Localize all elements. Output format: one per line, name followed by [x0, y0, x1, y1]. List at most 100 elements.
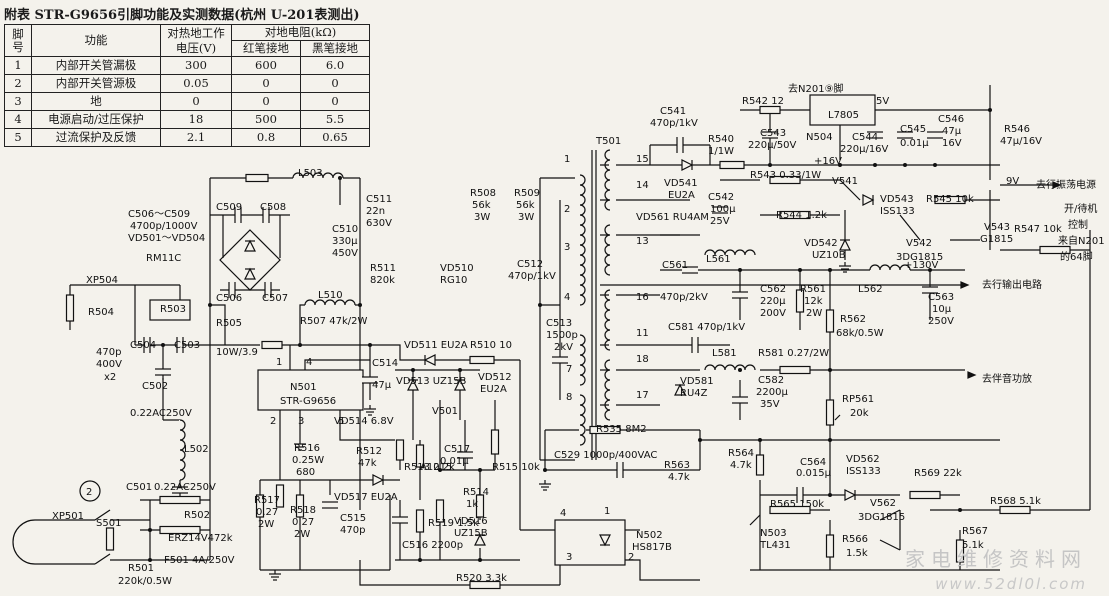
label-r501: R501	[128, 563, 154, 574]
label-r505: R505	[216, 318, 242, 329]
capacitor-gap	[732, 292, 748, 298]
resistor	[795, 289, 805, 313]
label-r510: R510 10	[470, 340, 512, 351]
junction-dot	[933, 163, 937, 167]
capacitor-gap	[677, 137, 683, 153]
label-r512: R512	[356, 446, 382, 457]
junction-dot	[758, 438, 762, 442]
resistor	[149, 299, 191, 321]
label-r520: R520 3.3k	[456, 573, 507, 584]
inductor-gap	[579, 335, 586, 385]
diode	[674, 383, 686, 396]
label-vd581: VD581	[680, 376, 714, 387]
label-r518: R518	[290, 505, 316, 516]
label-goto9: 去N201⑨脚	[788, 82, 844, 95]
label-audio: 去伴音功放	[982, 372, 1032, 385]
label-r516v: 0.25W	[292, 455, 324, 466]
label-vd517: VD517 EU2A	[334, 492, 398, 503]
inductor	[304, 299, 356, 306]
label-c561: C561	[662, 260, 688, 271]
resistor	[469, 580, 501, 590]
junction-dot	[698, 438, 702, 442]
junction-dot	[828, 438, 832, 442]
capacitor-gap	[922, 287, 938, 293]
capacitor-gap	[392, 517, 408, 523]
label-a1015: A1015	[420, 462, 452, 473]
label-c514v: 47μ	[372, 380, 392, 391]
label-iss133b: ISS133	[846, 466, 881, 477]
label-c511v: 22n	[366, 206, 385, 217]
circle-marker	[79, 480, 101, 502]
label-erz: ERZ14V472k	[168, 533, 233, 544]
resistor	[589, 425, 621, 435]
regulator-l7805	[809, 94, 876, 126]
label-r516: R516	[294, 443, 320, 454]
label-c546: C546	[938, 114, 964, 125]
resistor	[159, 495, 201, 505]
resistor	[934, 195, 966, 205]
diode	[862, 194, 875, 206]
inductor-gap	[609, 225, 616, 275]
label-c564: C564	[800, 457, 826, 468]
label-c510: C510	[332, 224, 358, 235]
inductor	[292, 172, 344, 179]
label-t501: T501	[595, 136, 621, 147]
label-v9: 9V	[1006, 176, 1019, 187]
label-c562: C562	[760, 284, 786, 295]
label-c502v: 0.22AC250V	[130, 408, 192, 419]
diode	[407, 378, 419, 391]
label-l510: L510	[318, 290, 343, 301]
label-c517v: 0.01μ	[440, 456, 469, 467]
inductor	[579, 174, 586, 246]
label-r518w: 2W	[294, 529, 310, 540]
label-c543v: 220μ/50V	[748, 140, 797, 151]
label-r543: R543 0.33/1W	[750, 170, 821, 181]
cell-function: 内部开关管漏极	[31, 56, 161, 75]
wire	[339, 410, 395, 441]
label-l561: L561	[706, 254, 731, 265]
resistor	[435, 499, 445, 523]
label-x2: x2	[104, 372, 116, 383]
resistor	[779, 365, 811, 375]
resistor	[275, 484, 285, 508]
label-r565: R565 150k	[770, 499, 824, 510]
label-w15: 15	[636, 154, 649, 165]
label-c546v: 47μ	[942, 126, 962, 137]
label-vd541v: EU2A	[668, 190, 695, 201]
wire	[879, 509, 901, 521]
label-c511w: 630V	[366, 218, 392, 229]
cell-voltage: 2.1	[160, 128, 232, 147]
label-p5: 5	[338, 416, 344, 427]
label-w14: 14	[636, 180, 649, 191]
inductor-gap	[705, 364, 755, 371]
label-c513v: 1500p	[546, 330, 578, 341]
label-r503: R503	[160, 304, 186, 315]
wire	[899, 214, 921, 241]
resistor	[1039, 245, 1071, 255]
label-r535: R535 8M2	[596, 424, 647, 435]
resistor	[825, 309, 835, 333]
label-r563v: 4.7k	[668, 472, 690, 483]
label-o1: 1	[604, 506, 610, 517]
resistor	[759, 105, 781, 115]
wire	[304, 345, 371, 370]
label-c581: C581 470p/1kV	[668, 322, 745, 333]
label-r540: R540	[708, 134, 734, 145]
inductor-gap	[293, 172, 343, 179]
resistor	[395, 439, 405, 461]
label-w7: 7	[566, 364, 572, 375]
label-c545v: 0.01μ	[900, 138, 929, 149]
label-n501: N501	[290, 382, 317, 393]
junction-dot	[161, 343, 165, 347]
label-w1: 1	[564, 154, 570, 165]
diode	[454, 378, 466, 391]
junction-dot	[928, 268, 932, 272]
label-c563: C563	[928, 292, 954, 303]
label-l7805: L7805	[828, 110, 859, 121]
junction-dot	[903, 163, 907, 167]
label-r563: R563	[664, 460, 690, 471]
label-c514: C514	[372, 358, 398, 369]
resistor	[105, 527, 115, 551]
